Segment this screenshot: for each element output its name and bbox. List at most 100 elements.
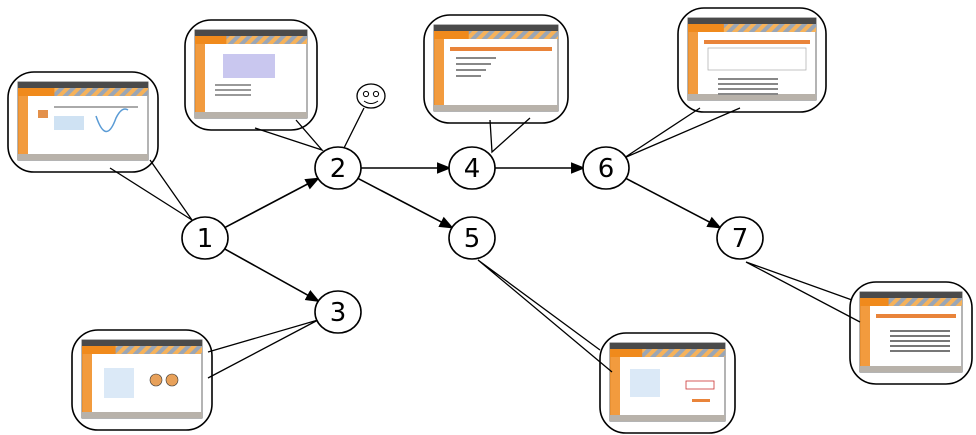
screen-titlebar (82, 340, 202, 346)
screen-panel (54, 116, 84, 130)
screen-table (707, 47, 807, 71)
screen-text-line (890, 335, 950, 337)
screen-statusbar (82, 412, 202, 418)
screen-titlebar (18, 82, 148, 88)
edge-6-to-7 (624, 177, 722, 229)
screen-statusbar (18, 154, 148, 160)
callout-pointer (745, 261, 861, 323)
screen-statusbar (610, 415, 725, 421)
callout-pointer (489, 117, 531, 154)
node-7: 7 (716, 216, 764, 260)
screen-link (692, 399, 710, 402)
node-label: 7 (732, 224, 749, 254)
screen-header-bar (876, 314, 956, 318)
callout-pointer (477, 259, 613, 373)
screen-logo (610, 349, 643, 357)
screen-banner (434, 31, 558, 39)
screen-text-line (718, 93, 778, 95)
screen-banner (195, 36, 307, 44)
callout-bubble-6 (623, 7, 827, 159)
node-6: 6 (582, 146, 630, 190)
screen-text-line (215, 89, 251, 91)
node-label: 1 (197, 224, 214, 254)
screen-banner (688, 24, 816, 32)
screen-dialog (223, 54, 275, 78)
screen-text-line (890, 330, 950, 332)
callout-bubble-2 (184, 19, 325, 152)
edge-1-to-3 (222, 247, 321, 303)
callout-bubble-7 (745, 261, 973, 385)
screen-text-line (890, 345, 950, 347)
node-circle (448, 216, 496, 260)
node-4: 4 (448, 146, 496, 190)
screen-round-button (149, 373, 163, 387)
screen-titlebar (610, 343, 725, 349)
screen-sidebar (610, 357, 620, 415)
screen-statusbar (195, 112, 307, 118)
screen-text-line (456, 63, 491, 65)
node-3: 3 (314, 290, 362, 334)
callout-bubble-3 (71, 319, 319, 431)
screen-text-line (456, 69, 486, 71)
callout-bubble-4 (423, 14, 569, 154)
screen-round-button (165, 373, 179, 387)
screen-sidebar (18, 96, 28, 154)
smiley-face-icon (356, 83, 386, 109)
screen-header-bar (450, 47, 552, 51)
screen-text-line (456, 75, 481, 77)
screen-titlebar (860, 292, 962, 298)
screen-statusbar (860, 366, 962, 372)
screen-logo (82, 346, 116, 354)
node-circle (314, 146, 362, 190)
screen-input-box (685, 380, 715, 390)
edges (222, 162, 722, 303)
screen-logo (195, 36, 227, 44)
node-label: 3 (330, 298, 347, 328)
screen-text-line (215, 84, 251, 86)
screen-banner (82, 346, 202, 354)
screen-banner (860, 298, 962, 306)
screen-text-line (54, 106, 138, 108)
screen-thumb (38, 110, 48, 118)
callout-pointer (254, 119, 325, 152)
screen-sidebar (195, 44, 205, 112)
smiley-stem (343, 107, 365, 149)
screen-banner (610, 349, 725, 357)
node-label: 2 (330, 154, 347, 184)
screen-frame (433, 24, 559, 112)
screen-text-line (215, 94, 251, 96)
screen-text-line (890, 350, 950, 352)
screen-text-line (890, 340, 950, 342)
screen-chart-curve (95, 108, 129, 133)
node-circle (181, 216, 229, 260)
node-label: 4 (464, 154, 481, 184)
screen-titlebar (688, 18, 816, 24)
node-circle (448, 146, 496, 190)
screen-logo (18, 88, 55, 96)
screen-sidebar (688, 32, 698, 94)
screen-banner (18, 88, 148, 96)
smiley-mouth (363, 100, 379, 104)
edge-2-to-5 (356, 177, 454, 229)
callout-pointer (623, 107, 741, 159)
callout-bubble-1 (7, 71, 193, 221)
screen-titlebar (434, 25, 558, 31)
node-circle (314, 290, 362, 334)
node-2: 2 (314, 146, 362, 190)
callout-bubble-5 (477, 259, 736, 434)
edge-1-to-2 (223, 177, 320, 229)
node-label: 6 (598, 154, 615, 184)
screen-text-line (718, 83, 778, 85)
screen-panel (104, 368, 134, 398)
screen-sidebar (82, 354, 92, 412)
node-circle (582, 146, 630, 190)
node-1: 1 (181, 216, 229, 260)
screen-panel (630, 369, 660, 397)
smiley (343, 83, 386, 149)
screen-statusbar (434, 105, 558, 111)
screen-text-line (718, 88, 778, 90)
smiley-head (356, 83, 386, 109)
screen-logo (688, 24, 724, 32)
